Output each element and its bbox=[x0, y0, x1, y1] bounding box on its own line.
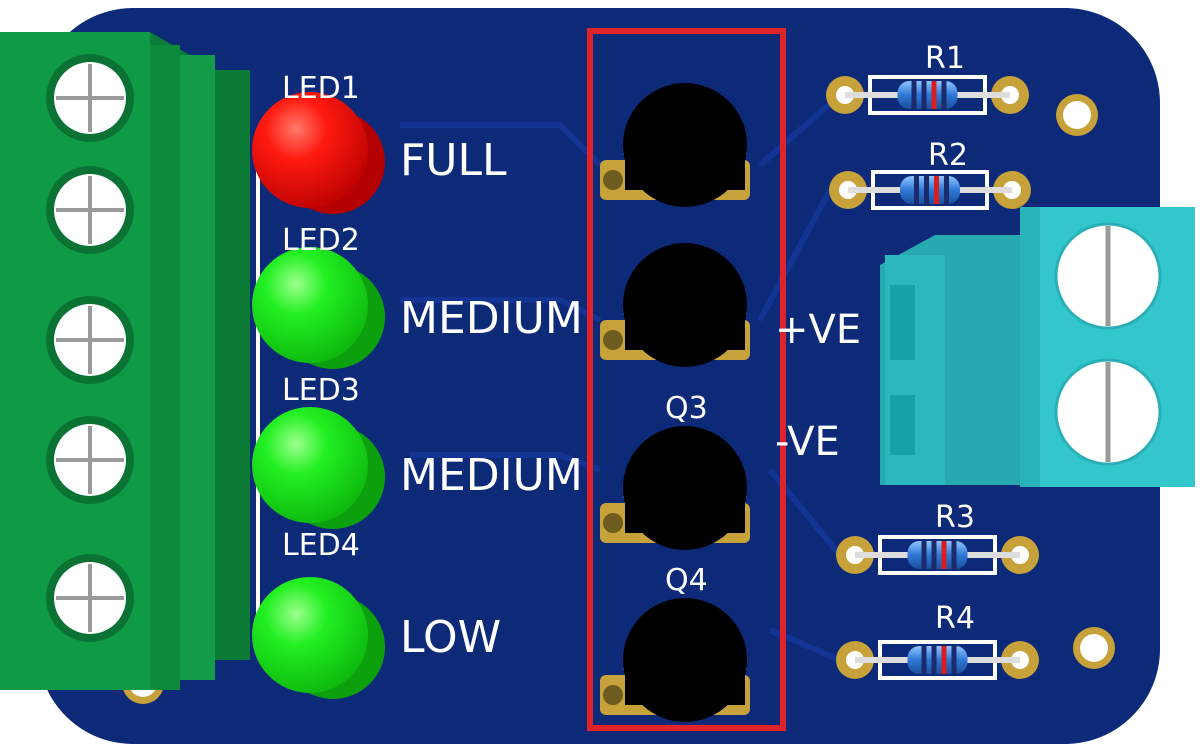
output-terminal-screw bbox=[46, 296, 134, 384]
led-designator: LED2 bbox=[282, 223, 360, 258]
pcb-traces bbox=[400, 92, 843, 663]
transistor-designator: Q4 bbox=[665, 563, 708, 598]
led-designator: LED1 bbox=[282, 71, 360, 106]
transistor-3 bbox=[600, 426, 750, 550]
led-3 bbox=[252, 407, 385, 529]
resistor-designator: R1 bbox=[925, 41, 965, 76]
highlight-box bbox=[587, 28, 786, 731]
led-designator: LED3 bbox=[282, 373, 360, 408]
led-indicator-label: MEDIUM bbox=[400, 450, 583, 501]
transistor-4 bbox=[600, 598, 750, 722]
led-1 bbox=[252, 92, 385, 214]
negative-terminal-label: -VE bbox=[775, 419, 840, 465]
led-2 bbox=[252, 247, 385, 369]
output-terminal-screw bbox=[46, 166, 134, 254]
resistor-designator: R4 bbox=[935, 601, 975, 636]
led-4 bbox=[252, 577, 385, 699]
transistor-2 bbox=[600, 243, 750, 367]
output-terminal-screw bbox=[46, 54, 134, 142]
led-indicator-label: LOW bbox=[400, 612, 501, 663]
resistor-2 bbox=[829, 170, 1031, 210]
output-terminal-screw bbox=[46, 554, 134, 642]
transistor-1 bbox=[600, 83, 750, 207]
power-terminal-block bbox=[880, 207, 1195, 487]
led-indicator-label: MEDIUM bbox=[400, 293, 583, 344]
resistor-designator: R2 bbox=[928, 138, 968, 173]
power-screw-negative bbox=[1054, 358, 1162, 466]
output-terminal-screw bbox=[46, 416, 134, 504]
led-indicator-label: FULL bbox=[400, 135, 507, 186]
resistor-3 bbox=[836, 535, 1039, 575]
resistor-1 bbox=[826, 75, 1029, 115]
power-screw-positive bbox=[1054, 222, 1162, 330]
positive-terminal-label: +VE bbox=[775, 307, 861, 353]
resistor-4 bbox=[836, 640, 1039, 680]
led-designator: LED4 bbox=[282, 528, 360, 563]
output-terminal-block bbox=[0, 32, 250, 690]
transistor-designator: Q3 bbox=[665, 391, 708, 426]
resistor-designator: R3 bbox=[935, 500, 975, 535]
